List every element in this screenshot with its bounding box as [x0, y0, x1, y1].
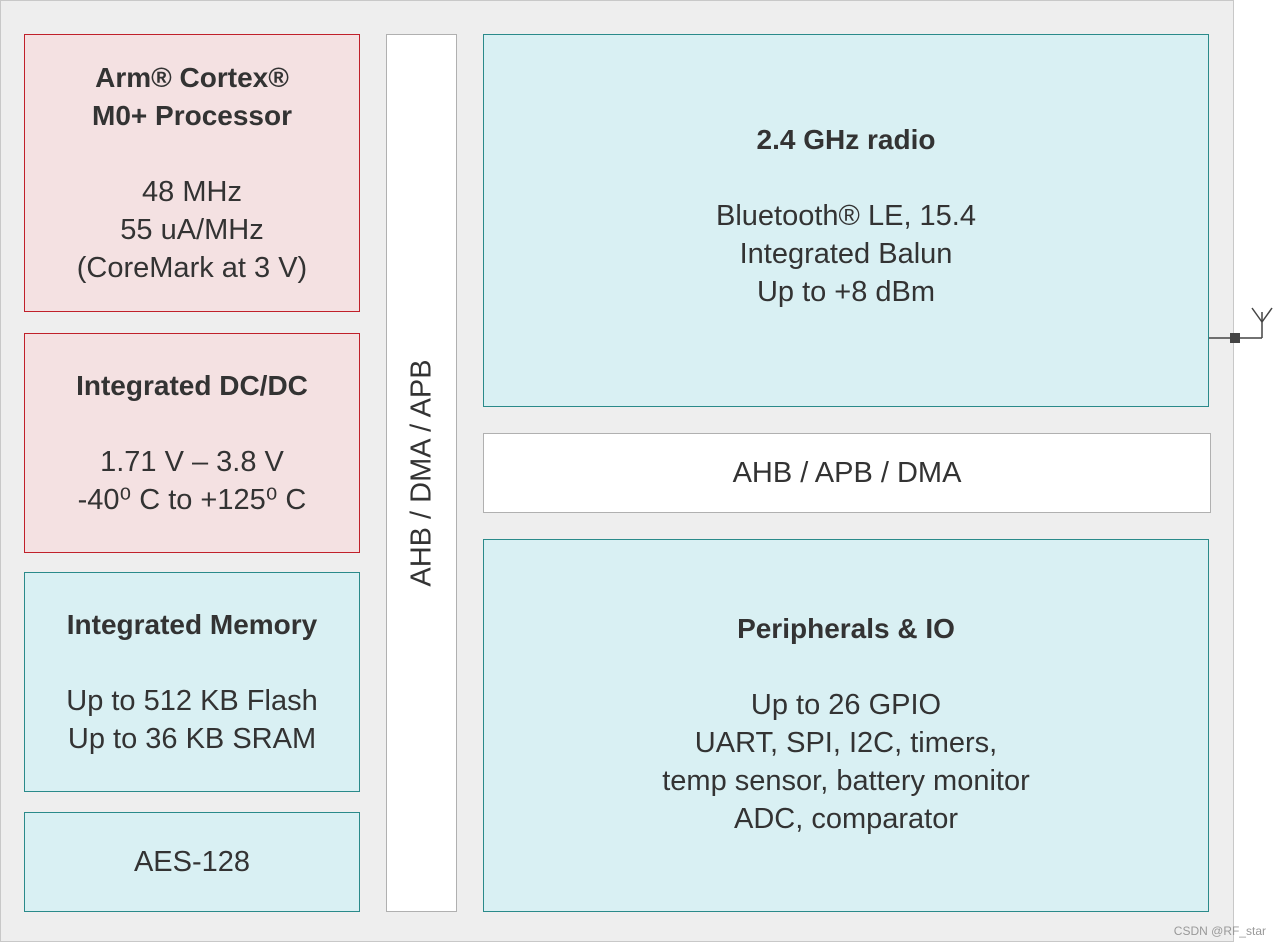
- vertical-bus: AHB / DMA / APB: [386, 34, 457, 912]
- peripherals-block: Peripherals & IO Up to 26 GPIO UART, SPI…: [483, 539, 1209, 912]
- dcdc-title: Integrated DC/DC: [76, 370, 308, 401]
- peripherals-title: Peripherals & IO: [737, 613, 955, 644]
- radio-detail: Up to +8 dBm: [756, 276, 936, 308]
- aes-block: AES-128: [24, 812, 360, 912]
- radio-detail: Integrated Balun: [739, 238, 953, 270]
- radio-title: 2.4 GHz radio: [756, 124, 936, 155]
- dcdc-detail: -40⁰ C to +125⁰ C: [77, 484, 307, 516]
- aes-label: AES-128: [133, 846, 251, 878]
- horizontal-bus-label: AHB / APB / DMA: [732, 456, 962, 489]
- radio-block: 2.4 GHz radio Bluetooth® LE, 15.4 Integr…: [483, 34, 1209, 407]
- vertical-bus-label: AHB / DMA / APB: [405, 359, 437, 587]
- peripherals-detail: Up to 26 GPIO: [750, 689, 942, 721]
- processor-detail: (CoreMark at 3 V): [76, 252, 308, 284]
- processor-title-line1: Arm® Cortex®: [95, 62, 289, 93]
- radio-detail: Bluetooth® LE, 15.4: [716, 200, 976, 232]
- processor-detail: 48 MHz: [142, 176, 242, 208]
- processor-detail: 55 uA/MHz: [120, 214, 264, 246]
- dcdc-detail: 1.71 V – 3.8 V: [100, 446, 284, 478]
- peripherals-detail: ADC, comparator: [733, 803, 958, 835]
- antenna-icon: [1209, 307, 1273, 343]
- memory-detail: Up to 36 KB SRAM: [67, 723, 317, 755]
- watermark: CSDN @RF_star: [1173, 924, 1266, 938]
- processor-block: Arm® Cortex® M0+ Processor 48 MHz 55 uA/…: [24, 34, 360, 312]
- peripherals-detail: UART, SPI, I2C, timers,: [694, 727, 998, 759]
- memory-title: Integrated Memory: [66, 609, 318, 640]
- dcdc-block: Integrated DC/DC 1.71 V – 3.8 V -40⁰ C t…: [24, 333, 360, 553]
- horizontal-bus: AHB / APB / DMA: [483, 433, 1211, 513]
- memory-detail: Up to 512 KB Flash: [66, 685, 318, 717]
- peripherals-detail: temp sensor, battery monitor: [662, 765, 1030, 797]
- memory-block: Integrated Memory Up to 512 KB Flash Up …: [24, 572, 360, 792]
- processor-title-line2: M0+ Processor: [92, 100, 292, 131]
